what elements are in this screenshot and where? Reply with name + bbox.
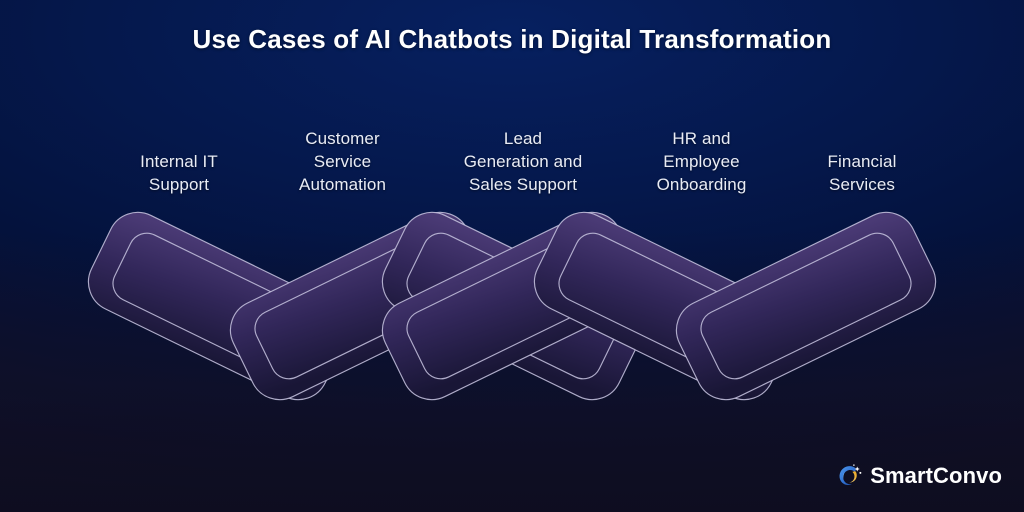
swirl-icon [839,464,862,486]
brand-name: SmartConvo [870,463,1002,488]
use-case-label-financial-services: Financial Services [827,152,897,194]
brand-logo: SmartConvo [835,462,1002,490]
use-case-label-lead-generation: Lead Generation and Sales Support [463,129,583,194]
chain-links-graphic [0,206,1024,426]
use-case-label-row: Internal IT Support Customer Service Aut… [120,110,920,196]
page-title: Use Cases of AI Chatbots in Digital Tran… [192,24,832,54]
use-case-label-hr-employee-onboarding: HR and Employee Onboarding [656,129,747,194]
use-case-label-customer-service-automation: Customer Service Automation [299,129,386,194]
use-case-label-internal-it-support: Internal IT Support [140,152,218,194]
